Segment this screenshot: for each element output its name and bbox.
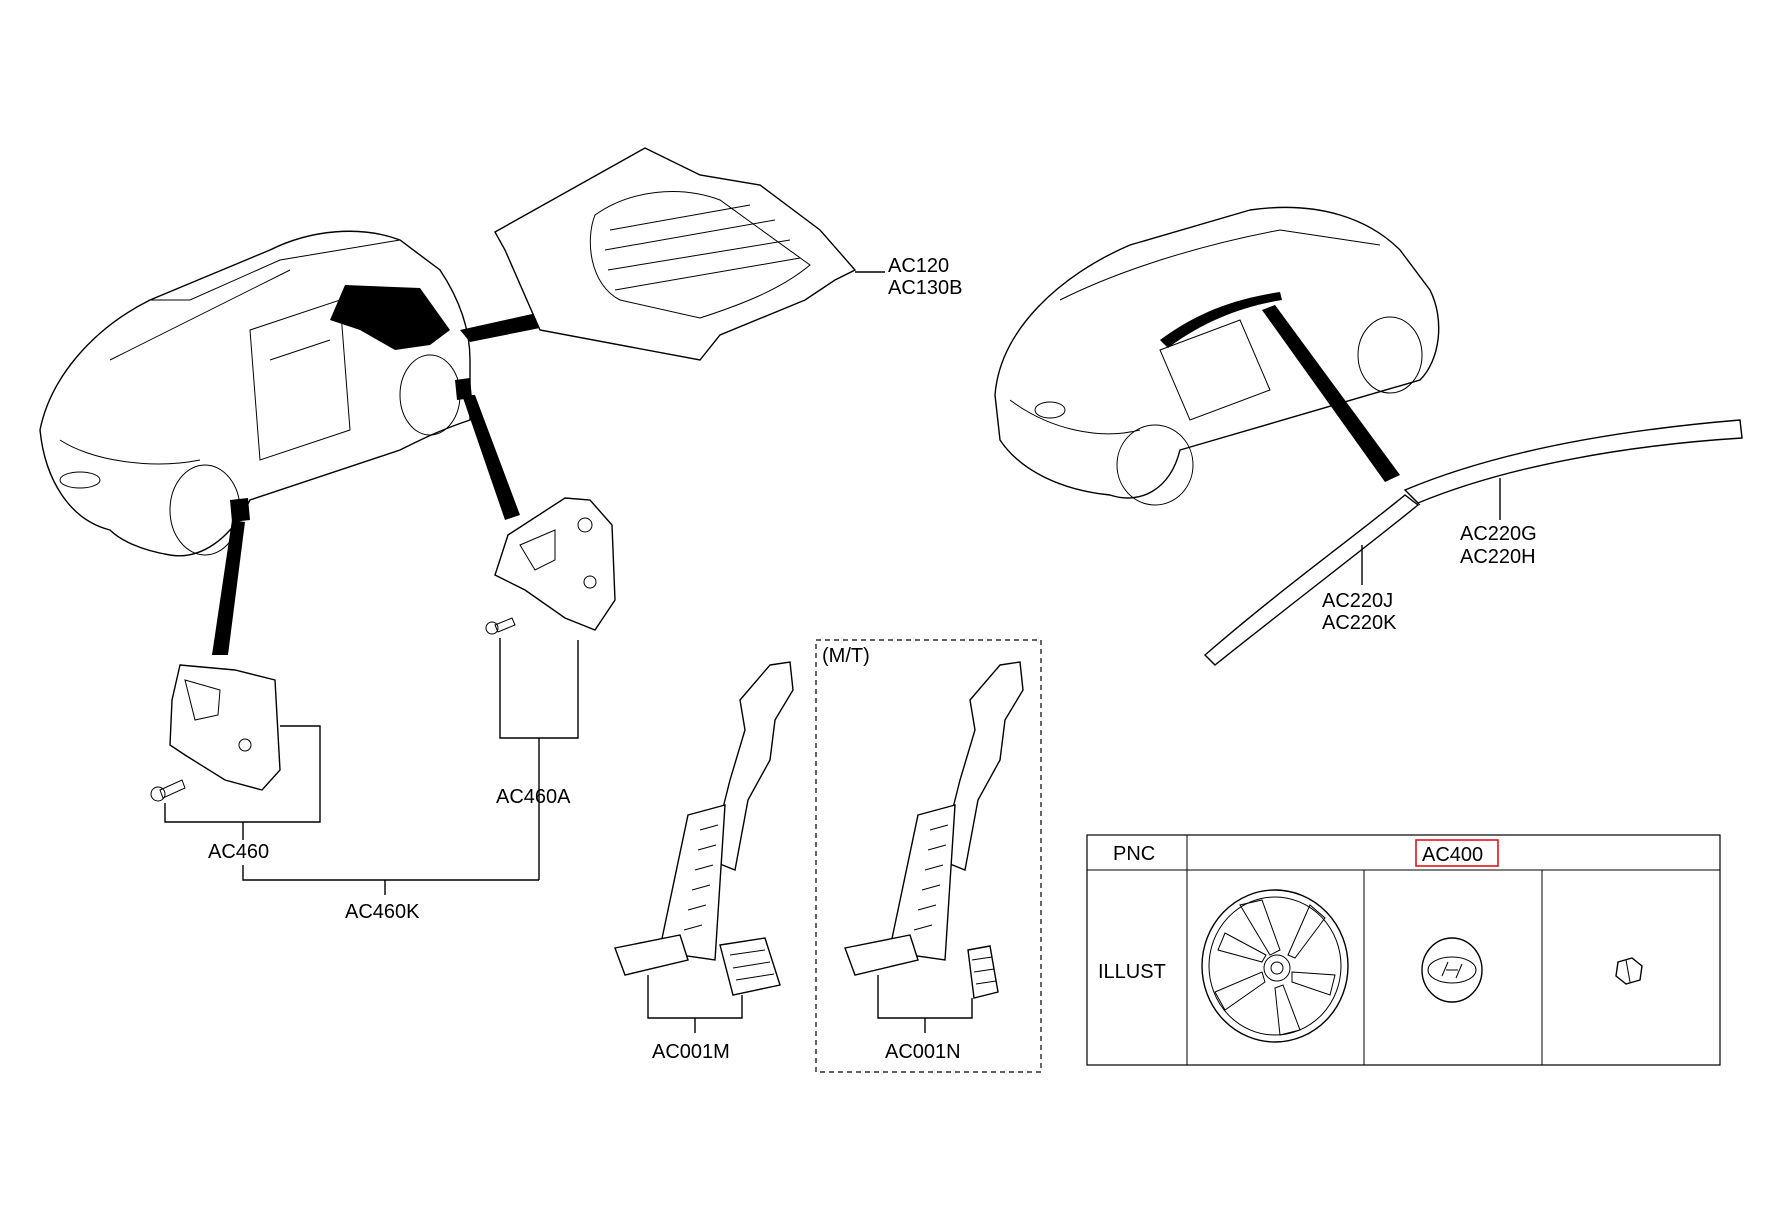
emblem-illustration <box>1421 937 1483 1003</box>
roof-molding-part <box>1203 419 1743 666</box>
rear-mudguard-part <box>485 497 616 635</box>
pnc-header: PNC <box>1113 843 1155 865</box>
label-ac120: AC120 <box>888 255 949 277</box>
pedal-set-mt-part <box>844 661 1024 999</box>
pedal-set-at-part <box>614 661 794 996</box>
mt-dashed-box <box>815 639 1042 1073</box>
pnc-highlight-box <box>1415 839 1499 867</box>
callout-wedge-roof-molding <box>1262 305 1400 482</box>
bracket-ac001n <box>877 975 973 1019</box>
illust-header: ILLUST <box>1098 961 1166 983</box>
label-ac001n: AC001N <box>885 1041 961 1063</box>
wheel-nut-illustration <box>1615 957 1643 985</box>
label-mt: (M/T) <box>822 645 870 667</box>
bracket-ac460 <box>164 725 321 823</box>
label-ac460a: AC460A <box>496 786 571 808</box>
callout-wedge-rear-mudguard <box>462 395 520 520</box>
car-rear-illustration <box>994 206 1440 506</box>
bracket-ac460k <box>242 865 539 881</box>
bracket-ac460a <box>499 638 579 739</box>
label-ac460: AC460 <box>208 841 269 863</box>
front-mudguard-part <box>150 664 281 802</box>
pnc-table: PNC AC400 ILLUST <box>1086 834 1721 1066</box>
pnc-value: AC400 <box>1422 844 1483 866</box>
label-ac220g: AC220G <box>1460 523 1537 545</box>
luggage-mat-part <box>494 147 857 361</box>
label-ac220k: AC220K <box>1322 612 1397 634</box>
label-ac220j: AC220J <box>1322 590 1393 612</box>
car-front-illustration <box>39 230 472 557</box>
wheel-illustration <box>1201 889 1349 1043</box>
label-ac130b: AC130B <box>888 277 963 299</box>
label-ac001m: AC001M <box>652 1041 730 1063</box>
bracket-ac001m <box>647 975 743 1019</box>
label-ac220h: AC220H <box>1460 546 1536 568</box>
callout-wedge-front-mudguard <box>212 520 245 655</box>
label-ac460k: AC460K <box>345 901 420 923</box>
